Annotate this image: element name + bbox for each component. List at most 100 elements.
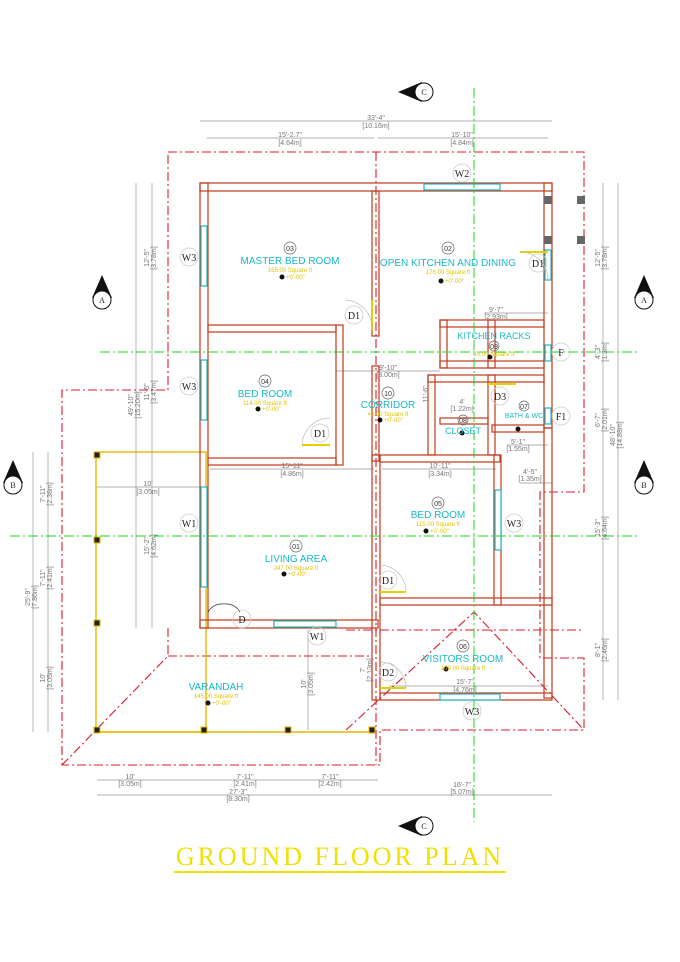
room-03-area: 165.00 Square ft: [268, 268, 313, 274]
dim-bottom-right-m: [5.07m]: [450, 789, 473, 796]
dim-left-b: 11'-5": [144, 383, 151, 401]
dim-left-b-m: [3.47m]: [151, 380, 158, 403]
dim-outer-total: 25'-9": [25, 588, 32, 606]
section-b-label-left: B: [10, 481, 15, 490]
dim-living-w: 15'-11": [281, 463, 303, 470]
dim-bath-w-m: [1.55m]: [506, 446, 529, 453]
room-01-name: LIVING AREA: [265, 554, 328, 565]
section-marker-a-right[interactable]: A: [634, 275, 654, 310]
dim-corridor-w: 9'-10": [379, 365, 397, 372]
dim-top-left-m: [4.64m]: [278, 140, 301, 147]
dim-outer-a-m: [2.38m]: [47, 482, 54, 505]
section-marker-c-bottom[interactable]: C: [398, 816, 434, 836]
dim-left-total: 49'-10": [128, 394, 135, 416]
dim-living-w-m: [4.86m]: [280, 471, 303, 478]
dim-bottom-b-m: [2.41m]: [233, 781, 256, 788]
room-08-name: CLOSET: [445, 426, 482, 436]
dim-visitors-w: 15'-7": [456, 679, 474, 686]
dim-right-a: 12'-5": [595, 249, 602, 267]
room-03-number: 03: [286, 246, 294, 253]
room-09-area: 15.00 Square ft: [473, 352, 514, 358]
door-d1-tag-3: D1: [382, 576, 394, 587]
dim-right-d-m: [4.64m]: [602, 516, 609, 539]
dim-outer-total-m: [7.86m]: [32, 585, 39, 608]
dim-outer-b: 7'-11": [40, 569, 47, 587]
window-w3-tag-2: W3: [182, 382, 196, 393]
dim-bath-right: 4'-5": [523, 469, 537, 476]
dim-bed05-w-m: [3.34m]: [428, 471, 451, 478]
room-05-area: 115.00 Square ft: [416, 522, 460, 528]
dim-bath-right-m: [1.35m]: [518, 476, 541, 483]
room-06-number: 06: [459, 644, 467, 651]
dim-bottom-a: 10': [125, 774, 134, 781]
dim-right-total-m: [14.88m]: [617, 421, 624, 448]
dim-closet-w-m: [1.22m]: [450, 406, 473, 413]
window-w1-tag-2: W1: [310, 632, 324, 643]
dim-top-total: 33'-4": [367, 115, 385, 122]
vent-f-tag: F: [558, 348, 564, 359]
section-a-label-left: A: [99, 296, 105, 305]
page-title-text: GROUND FLOOR PLAN: [173, 842, 507, 873]
dim-liv-inner-m: [3.05m]: [136, 489, 159, 496]
section-a-label-right: A: [641, 296, 647, 305]
dim-bottom-total-m: [8.30m]: [226, 796, 249, 803]
opening-tag-texts: W2 W3 W3 W1 W1 W3 W3 D1 D1 D1 D2 D3 D1 D…: [182, 169, 567, 718]
dim-right-b: 4'-3": [595, 345, 602, 359]
dim-right-e-m: [2.46m]: [602, 638, 609, 661]
dim-bottom-c: 7'-11": [321, 774, 339, 781]
dimension-lines: [32, 120, 619, 796]
dim-right-c-m: [2.01m]: [602, 408, 609, 431]
dim-left-c-m: [4.62m]: [151, 534, 158, 557]
section-marker-a-left[interactable]: A: [92, 275, 112, 310]
dim-kitchen-w: 9'-7": [489, 307, 503, 314]
varandah-name: VARANDAH: [189, 682, 244, 693]
section-marker-c-top[interactable]: C: [398, 82, 434, 102]
level-mark-texts: +0'-00" +0'-00" +0'-00" +0'-00" +0'-00" …: [212, 275, 464, 707]
window-w3-tag-1: W3: [182, 253, 196, 264]
level-mark-01: +0'-00": [288, 572, 307, 578]
dim-outer-b-m: [2.41m]: [47, 566, 54, 589]
dim-bath-w: 5'-1": [511, 439, 525, 446]
room-01-number: 01: [292, 544, 300, 551]
dim-top-left: 15'-2.7": [278, 132, 302, 139]
dim-right-b-m: [1.3m]: [602, 342, 609, 362]
room-10-name: CORRIDOR: [361, 400, 415, 411]
room-06-area: 109.00 Square ft: [441, 666, 486, 672]
dimension-texts: 33'-4" [10.16m] 15'-2.7" [4.64m] 15'-10"…: [25, 115, 624, 803]
room-05-name: BED ROOM: [411, 510, 465, 521]
window-w1-tag-1: W1: [182, 519, 196, 530]
windows: [200, 183, 552, 701]
room-03-name: MASTER BED ROOM: [241, 256, 340, 267]
section-axes: [10, 88, 640, 822]
dim-outer-c: 10': [40, 673, 47, 682]
room-10-number: 10: [384, 391, 392, 398]
dim-left-a: 12'-5": [144, 249, 151, 267]
section-marker-b-right[interactable]: B: [634, 460, 654, 495]
level-mark-04: +0'-00": [262, 407, 281, 413]
room-09-name: KITCHEN RACKS: [457, 331, 530, 341]
level-mark-03: +0'-00": [286, 275, 305, 281]
opening-tags[interactable]: [179, 163, 571, 721]
dim-bottom-right: 16'-7": [453, 782, 471, 789]
section-markers[interactable]: C C A A B B: [3, 82, 654, 836]
vent-f1-tag: F1: [556, 412, 567, 423]
room-07-name: BATH & WC: [505, 413, 543, 420]
dim-bottom-c-m: [2.42m]: [318, 781, 341, 788]
dim-outer-a: 7'-11": [40, 485, 47, 503]
door-d3-tag: D3: [494, 392, 506, 403]
room-02-name: OPEN KITCHEN AND DINING: [380, 258, 516, 269]
dim-outer-c-m: [3.05m]: [47, 666, 54, 689]
room-labels[interactable]: 03 MASTER BED ROOM 165.00 Square ft 02 O…: [189, 241, 544, 700]
dim-right-e: 8'-1": [595, 643, 602, 657]
room-01-area: 247.00 Square ft: [274, 566, 319, 572]
door-d1-tag-1: D1: [348, 311, 360, 322]
dim-left-total-m: [15.20m]: [135, 391, 142, 418]
door-d1-tag-2: D1: [314, 429, 326, 440]
dim-left-a-m: [3.78m]: [151, 246, 158, 269]
section-marker-b-left[interactable]: B: [3, 460, 23, 495]
section-c-label-top: C: [421, 88, 426, 97]
dim-ver-right: 10': [301, 679, 308, 688]
dim-right-total: 48'-10": [610, 424, 617, 446]
level-marks: [205, 274, 521, 706]
